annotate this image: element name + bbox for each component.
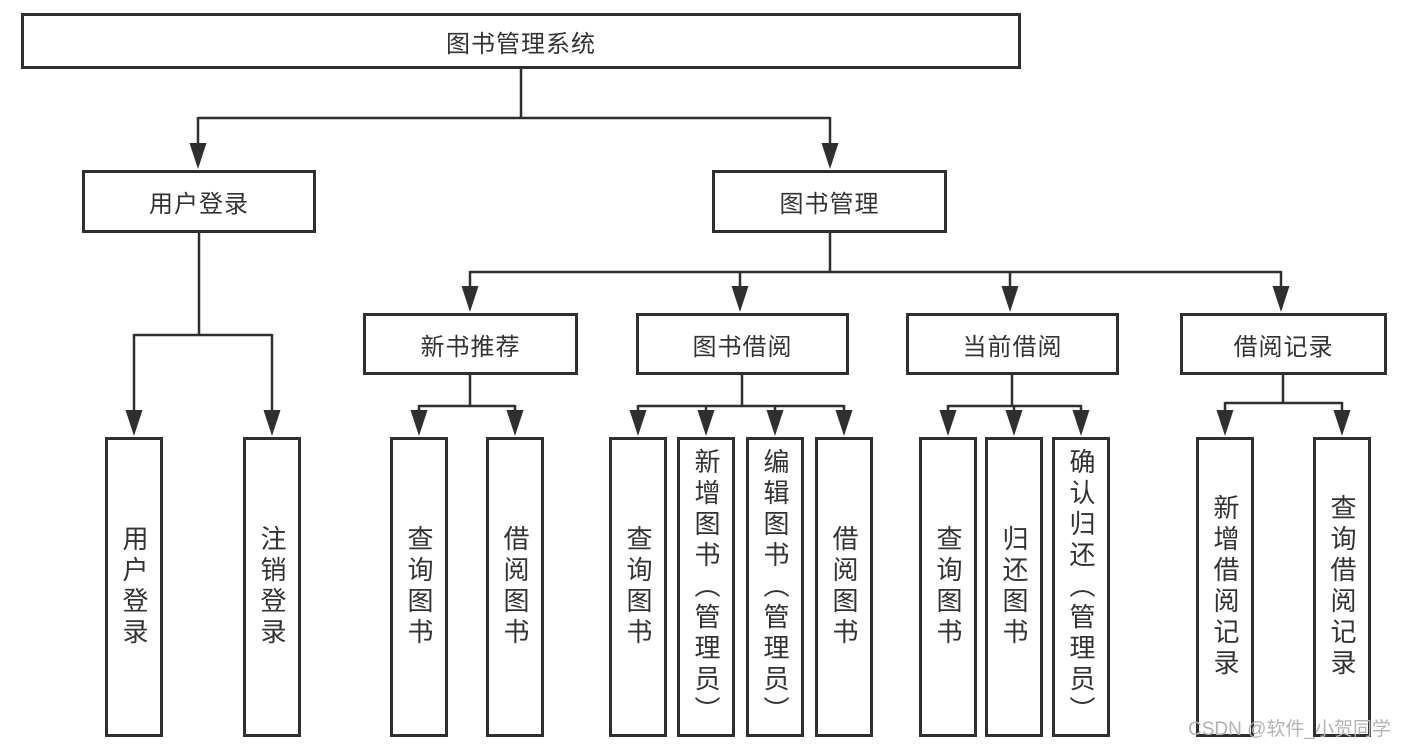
leaf-user-login: 用户登录	[105, 437, 163, 737]
node-current-borrowing: 当前借阅	[906, 313, 1119, 375]
node-new-book-recommend: 新书推荐	[363, 313, 578, 375]
node-book-borrowing: 图书借阅	[636, 313, 849, 375]
leaf-logout: 注销登录	[243, 437, 301, 737]
leaf-nb-borrow-books: 借阅图书	[486, 437, 544, 737]
leaf-br-query-record: 查询借阅记录	[1313, 437, 1371, 737]
csdn-watermark: CSDN @软件_小贺同学	[1188, 719, 1391, 740]
node-borrow-records: 借阅记录	[1180, 313, 1387, 375]
node-book-management: 图书管理	[712, 170, 947, 233]
leaf-bb-query-books: 查询图书	[609, 437, 667, 737]
leaf-cb-confirm-return-admin: 确认归还（管理员）	[1052, 437, 1110, 737]
leaf-nb-query-books: 查询图书	[390, 437, 448, 737]
node-user-login: 用户登录	[82, 170, 316, 233]
leaf-br-add-record: 新增借阅记录	[1196, 437, 1254, 737]
leaf-cb-return-books: 归还图书	[985, 437, 1043, 737]
leaf-bb-borrow-books: 借阅图书	[815, 437, 873, 737]
node-library-management-system: 图书管理系统	[21, 13, 1021, 69]
leaf-cb-query-books: 查询图书	[919, 437, 977, 737]
leaf-bb-edit-books-admin: 编辑图书（管理员）	[746, 437, 804, 737]
leaf-bb-add-books-admin: 新增图书（管理员）	[677, 437, 735, 737]
arrowhead-group	[125, 143, 1351, 436]
